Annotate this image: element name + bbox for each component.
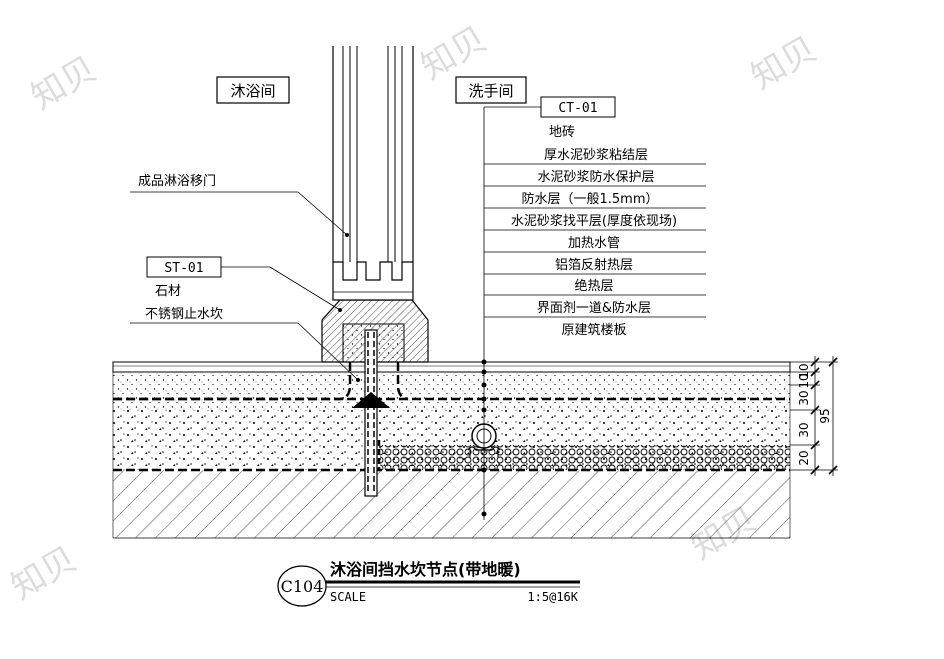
layer-label: 原建筑楼板: [561, 322, 626, 338]
shower-door: [332, 46, 414, 301]
dim-value: 10: [797, 373, 811, 388]
svg-text:知贝: 知贝: [5, 539, 84, 608]
dimensions: 10 10 30 30 20 95: [790, 356, 838, 476]
layer-label: 铝箔反射热层: [555, 257, 633, 273]
structural-slab: [113, 470, 790, 538]
drawing-title: 沐浴间挡水坎节点(带地暖): [330, 560, 521, 579]
stainless-water-stop: [364, 329, 378, 497]
svg-text:知贝: 知贝: [745, 29, 824, 98]
mortar-layer: [113, 373, 790, 410]
layer-label: 地砖: [549, 125, 575, 140]
label-stainless-stop: 不锈钢止水坎: [145, 307, 223, 322]
insulation-layer: [380, 445, 790, 470]
label-shower-door: 成品淋浴移门: [138, 174, 216, 189]
layer-label: 加热水管: [568, 236, 620, 251]
room-label-bathroom: 沐浴间: [230, 82, 275, 100]
dim-total: 95: [818, 408, 832, 423]
layer-label: 厚水泥砂浆粘结层: [544, 148, 648, 163]
floor-tile: [112, 361, 791, 373]
room-label-washroom: 洗手间: [468, 82, 513, 100]
code-st: ST-01: [164, 261, 203, 276]
layer-label: 水泥砂浆找平层(厚度依现场): [511, 213, 677, 229]
dim-value: 20: [797, 450, 811, 465]
layer-list: 地砖 厚水泥砂浆粘结层 水泥砂浆防水保护层 防水层（一般1.5mm） 水泥砂浆找…: [484, 125, 706, 338]
code-ct: CT-01: [558, 101, 597, 116]
layer-label: 水泥砂浆防水保护层: [537, 169, 654, 185]
dim-value: 10: [797, 363, 811, 378]
scale-value: 1:5@16K: [527, 590, 578, 604]
label-stone: 石材: [155, 284, 181, 299]
svg-text:知贝: 知贝: [25, 49, 104, 118]
scale-label: SCALE: [330, 590, 366, 604]
drawing-code: C104: [281, 577, 324, 596]
layer-label: 防水层（一般1.5mm）: [521, 191, 658, 207]
dim-value: 30: [797, 390, 811, 405]
layer-label: 绝热层: [574, 278, 613, 294]
layer-label: 界面剂一道&防水层: [537, 300, 651, 316]
title-block: C104 沐浴间挡水坎节点(带地暖) SCALE 1:5@16K: [277, 560, 580, 607]
dim-value: 30: [797, 422, 811, 437]
